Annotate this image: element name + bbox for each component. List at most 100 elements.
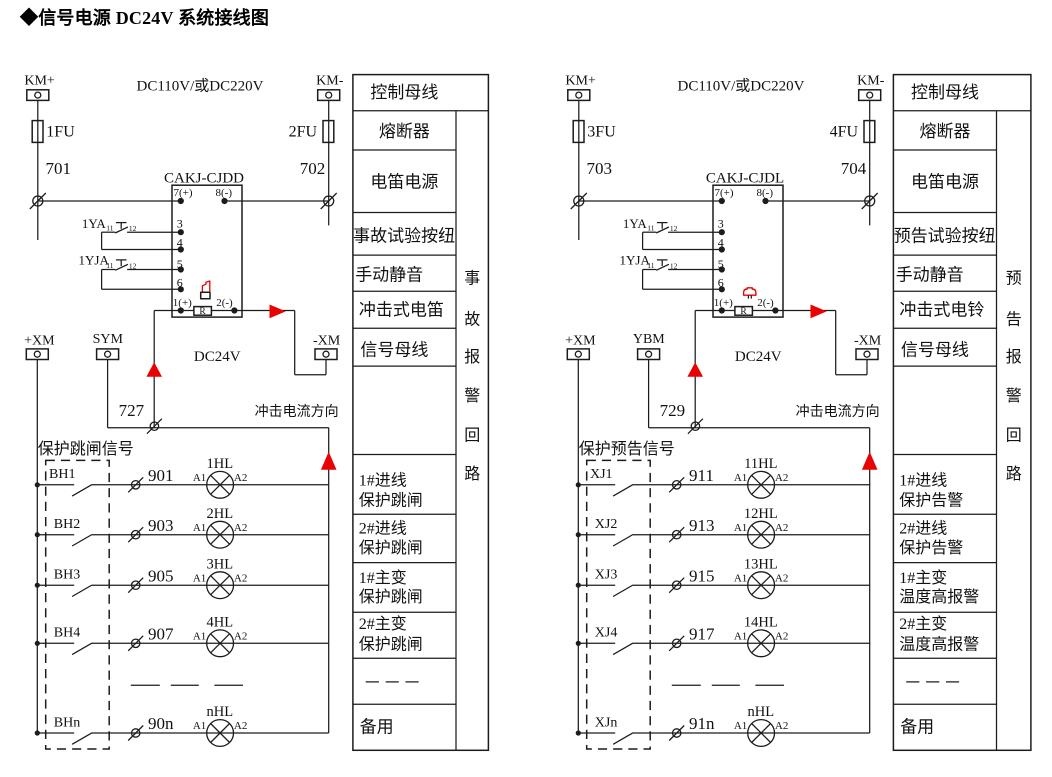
wire (687, 418, 704, 435)
wire (29, 192, 47, 210)
relay-device-box (712, 184, 784, 318)
lamp-icon (747, 718, 776, 748)
row-switch-label: XJ3 (595, 568, 618, 583)
row-wire-number: 907 (148, 625, 174, 644)
lamp-cross (751, 524, 772, 545)
legend-table-border (352, 73, 490, 752)
table-cell: 信号母线 (901, 340, 969, 359)
pin-5-dot (718, 266, 725, 273)
lamp-icon (206, 470, 235, 499)
row-wire-number: 915 (689, 566, 715, 585)
lamp-a1-label: A1 (193, 720, 206, 732)
circle (130, 638, 141, 649)
connection-slash-icon (29, 192, 47, 210)
lamp-a1-label: A1 (193, 631, 206, 643)
circle (747, 520, 776, 549)
contact-blade (71, 484, 93, 497)
circle (573, 195, 585, 207)
table-cell-line2: 保护跳闸 (359, 635, 423, 653)
resistor-label: R (740, 307, 747, 317)
lamp-icon (206, 571, 235, 600)
connection-slash-icon (127, 526, 144, 543)
test-button-1-sub-left: 11 (106, 224, 113, 233)
legend-table-border (892, 73, 1032, 752)
pin-5-label: 5 (718, 257, 724, 271)
table-header-cell: 控制母线 (370, 83, 438, 102)
impulse-up-arrow-icon (687, 362, 703, 377)
circle (864, 195, 876, 207)
pin-7-dot (177, 197, 184, 205)
lamp-cross (751, 474, 772, 495)
circle (671, 479, 682, 490)
lamp-a1-label: A1 (734, 522, 747, 534)
control-bus-voltage-label: DC110V/或DC220V (137, 78, 264, 95)
circle (747, 718, 776, 748)
dc24v-label: DC24V (194, 349, 241, 365)
table-cell-line1: 2#主变 (899, 615, 947, 633)
circle (206, 520, 235, 549)
table-cell: 电笛电源 (370, 173, 438, 192)
pin-7-dot (718, 197, 725, 205)
test-button-2-label: 1YJA (79, 253, 110, 268)
table-cell-line1: 1#进线 (899, 471, 947, 489)
row-wire-number: 911 (689, 466, 714, 485)
table-side-label-char: 报 (464, 348, 480, 366)
table-side-label-char: 预 (1006, 270, 1022, 288)
circle (33, 350, 41, 358)
circle (206, 629, 235, 658)
circle (322, 350, 330, 358)
table-cell-line1: 2#进线 (359, 520, 407, 538)
connection-slash-icon (668, 476, 685, 493)
circle (863, 350, 871, 358)
circle (149, 421, 160, 432)
table-cell: 信号母线 (360, 340, 428, 359)
wire-number-mid: 727 (119, 401, 145, 420)
circle (690, 421, 701, 432)
terminal-minus-xm (855, 348, 879, 361)
table-side-label-char: 事 (464, 270, 480, 288)
contact-blade (612, 484, 634, 497)
box (95, 348, 120, 361)
contact-blade (612, 584, 634, 598)
test-button-1-label: 1YA (623, 216, 647, 231)
test-button-2-sub-right: 12 (670, 261, 678, 270)
row-lamp-label: nHL (207, 704, 234, 720)
terminal-km-minus-label: KM- (316, 73, 344, 88)
box (855, 348, 879, 361)
signal-group-label: 保护跳闸信号 (38, 440, 134, 458)
lamp-a2-label: A2 (775, 472, 788, 484)
table-cell-line1: 1#主变 (359, 569, 407, 587)
terminal-km-minus (316, 89, 341, 102)
wire-number-mid: 729 (660, 401, 686, 420)
circle (130, 728, 141, 738)
contact-blade (114, 226, 129, 234)
row-lamp-label: 2HL (207, 506, 234, 522)
fuse-right-label: 4FU (830, 124, 859, 141)
wire (127, 476, 144, 493)
circle (103, 350, 112, 358)
table-cell-line2: 保护告警 (899, 491, 963, 509)
wire (127, 725, 144, 741)
table-cell: 熔断器 (920, 122, 971, 141)
wire (861, 192, 879, 210)
pin-7-label: 7(+) (174, 187, 193, 199)
forecast-alarm-legend-table: 控制母线熔断器电笛电源预告试验按纽手动静音冲击式电铃信号母线1#进线保护告警2#… (892, 73, 1032, 752)
connection-slash-icon (668, 635, 685, 652)
circle (644, 350, 653, 358)
pin-4-label: 4 (718, 235, 724, 249)
row-wire-number: 901 (148, 466, 174, 485)
pin-8-dot (221, 197, 228, 205)
lamp-a1-label: A1 (193, 522, 206, 534)
contact-blade (612, 533, 634, 547)
circle (206, 571, 235, 600)
terminal-plus-xm (566, 348, 591, 361)
contact-blade (655, 226, 670, 234)
lamp-icon (206, 629, 235, 658)
pin-2-label: 2(-) (216, 297, 233, 309)
lamp-a2-label: A2 (234, 522, 247, 534)
circle (32, 195, 44, 207)
